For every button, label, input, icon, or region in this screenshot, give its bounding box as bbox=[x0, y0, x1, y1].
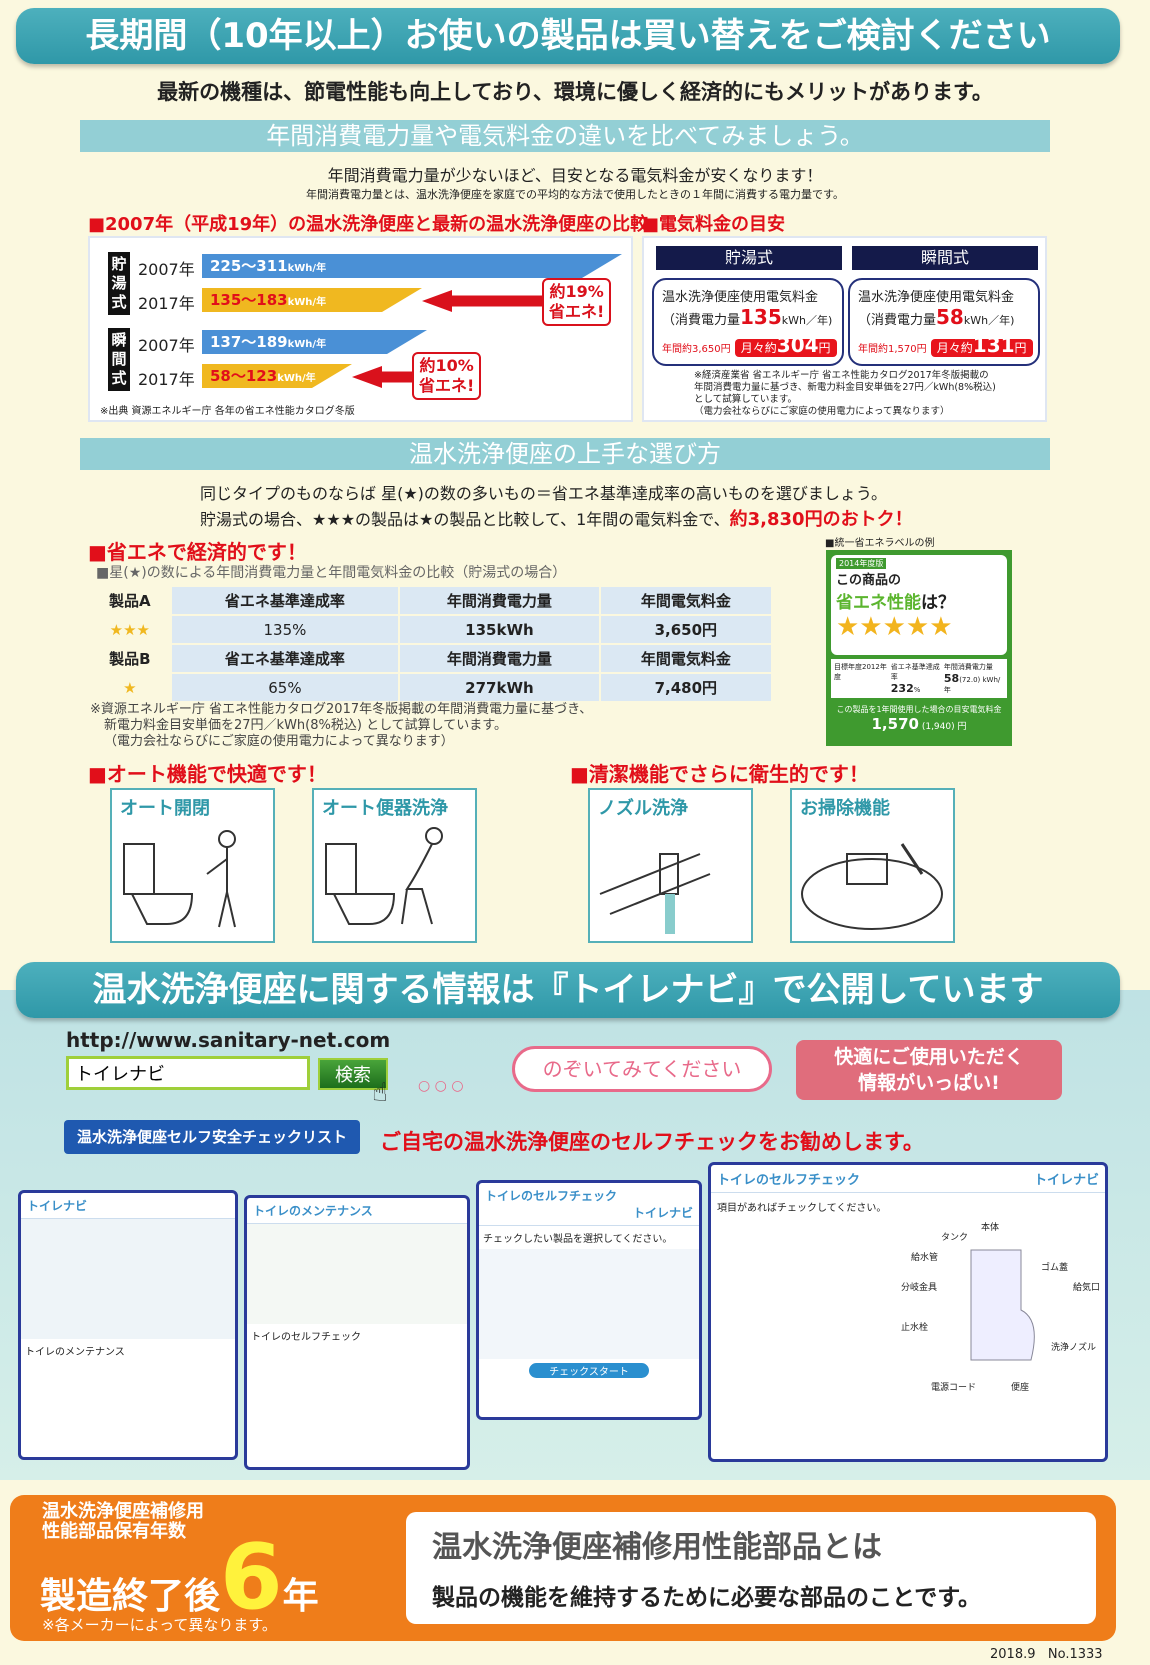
navi-url[interactable]: http://www.sanitary-net.com bbox=[66, 1028, 391, 1052]
hand-cursor-icon: ☝ bbox=[372, 1078, 388, 1108]
check-start-button: チェックスタート bbox=[529, 1363, 649, 1378]
choose-line1: 同じタイプのものならば 星(★)の数の多いもの＝省エネ基準達成率の高いものを選び… bbox=[200, 484, 887, 503]
self-check-list-button[interactable]: 温水洗浄便座セルフ安全チェックリスト bbox=[64, 1120, 360, 1154]
subtitle: 最新の機種は、節電性能も向上しており、環境に優しく経済的にもメリットがあります。 bbox=[157, 80, 993, 104]
parts-years: 製造終了後6年 bbox=[40, 1525, 319, 1630]
feature-auto-open: オート開閉 bbox=[110, 788, 275, 943]
arrow-icon bbox=[352, 366, 412, 388]
compare-lead: 年間消費電力量が少ないほど、目安となる電気料金が安くなります！ bbox=[327, 166, 823, 185]
year-label: 2007年 bbox=[138, 336, 195, 355]
screenshot-4: トイレのセルフチェック トイレナビ項目があればチェックしてください。 タンク本体… bbox=[708, 1162, 1108, 1462]
eco-sub: ■星(★)の数による年間消費電力量と年間電気料金の比較（貯湯式の場合） bbox=[96, 565, 567, 581]
info-badge: 快適にご使用いただく情報がいっぱい! bbox=[796, 1040, 1062, 1100]
bar-instant-2007: 137～189kWh/年 bbox=[202, 330, 427, 354]
compare-definition: 年間消費電力量とは、温水洗浄便座を家庭での平均的な方法で使用したときの１年間に消… bbox=[306, 188, 844, 201]
eco-heading: ■省エネで経済的です！ bbox=[88, 540, 307, 564]
year-label: 2017年 bbox=[138, 294, 195, 313]
choose-line2: 貯湯式の場合、★★★の製品は★の製品と比較して、1年間の電気料金で、約3,830… bbox=[200, 509, 913, 530]
chart-source: ※出典 資源エネルギー庁 各年の省エネ性能カタログ冬版 bbox=[100, 406, 355, 417]
arrow-icon bbox=[422, 290, 552, 312]
energy-label: 2014年度版 この商品の 省エネ性能は？ ★★★★★ 目標年度2012年度 省… bbox=[826, 550, 1012, 746]
monthly-fee: 月々約304円 bbox=[734, 333, 837, 357]
clean-heading: ■清潔機能でさらに衛生的です！ bbox=[570, 762, 869, 786]
saving-callout-storage: 約19%省エネ! bbox=[542, 278, 612, 326]
toilet-diagram-icon bbox=[970, 1249, 1035, 1361]
fee-note: ※経済産業省 省エネルギー庁 省エネ性能カタログ2017年冬版掲載の年間消費電力… bbox=[694, 370, 996, 417]
auto-heading: ■オート機能で快適です！ bbox=[88, 762, 327, 786]
peek-bubble: のぞいてみてください bbox=[512, 1046, 772, 1092]
type-tag-storage: 貯湯式 bbox=[108, 252, 130, 315]
year-label: 2017年 bbox=[138, 370, 195, 389]
title-banner: 長期間（10年以上）お使いの製品は買い替えをご検討ください bbox=[16, 8, 1120, 64]
fee-card-storage: 温水洗浄便座使用電気料金 （消費電力量135kWh／年) 年間約3,650円 月… bbox=[652, 278, 844, 366]
fee-type-storage: 貯湯式 bbox=[656, 246, 842, 270]
fee-box: 貯湯式 瞬間式 温水洗浄便座使用電気料金 （消費電力量135kWh／年) 年間約… bbox=[642, 236, 1047, 422]
screenshot-1: トイレナビトイレのメンテナンス bbox=[18, 1190, 238, 1460]
label-caption: ■統一省エネラベルの例 bbox=[825, 538, 935, 549]
comparison-chart: 貯湯式 2007年 225～311kWh/年 2017年 135～183kWh/… bbox=[88, 236, 633, 422]
bar-storage-2017: 135～183kWh/年 bbox=[202, 288, 422, 312]
eco-note: ※資源エネルギー庁 省エネ性能カタログ2017年冬版掲載の年間消費電力量に基づき… bbox=[90, 702, 593, 749]
compare-band: 年間消費電力量や電気料金の違いを比べてみましょう。 bbox=[80, 120, 1050, 152]
feature-auto-flush: オート便器洗浄 bbox=[312, 788, 477, 943]
navi-banner: 温水洗浄便座に関する情報は『トイレナビ』で公開しています bbox=[16, 962, 1120, 1018]
type-tag-instant: 瞬間式 bbox=[108, 328, 130, 391]
bar-storage-2007: 225～311kWh/年 bbox=[202, 254, 622, 278]
screenshot-2: トイレのメンテナンストイレのセルフチェック bbox=[244, 1195, 470, 1470]
feature-self-cleaning: お掃除機能 bbox=[790, 788, 955, 943]
footer: 2018.9 No.1333 bbox=[990, 1647, 1103, 1662]
parts-note: ※各メーカーによって異なります。 bbox=[42, 1616, 277, 1634]
self-check-recommend: ご自宅の温水洗浄便座のセルフチェックをお勧めします。 bbox=[380, 1130, 924, 1154]
parts-label: 温水洗浄便座補修用性能部品保有年数 bbox=[42, 1501, 204, 1542]
chart-heading: ■2007年（平成19年）の温水洗浄便座と最新の温水洗浄便座の比較 bbox=[88, 214, 649, 235]
fee-type-instant: 瞬間式 bbox=[852, 246, 1038, 270]
saving-callout-instant: 約10%省エネ! bbox=[412, 352, 482, 400]
search-button[interactable]: 検索 bbox=[318, 1058, 388, 1090]
choose-band: 温水洗浄便座の上手な選び方 bbox=[80, 438, 1050, 470]
cleaning-illustration-icon bbox=[801, 843, 943, 930]
feature-nozzle-cleaning: ノズル洗浄 bbox=[588, 788, 753, 943]
bubble-dots: ○ ○ ○ bbox=[418, 1078, 464, 1094]
year-label: 2007年 bbox=[138, 260, 195, 279]
toilet-illustration-icon bbox=[325, 827, 443, 925]
parts-description-box: 温水洗浄便座補修用性能部品とは 製品の機能を維持するために必要な部品のことです。 bbox=[406, 1512, 1096, 1624]
fee-heading: ■電気料金の目安 bbox=[642, 214, 786, 235]
fee-card-instant: 温水洗浄便座使用電気料金 （消費電力量58kWh／年) 年間約1,570円 月々… bbox=[848, 278, 1040, 366]
nozzle-illustration-icon bbox=[599, 853, 711, 934]
monthly-fee: 月々約131円 bbox=[930, 333, 1033, 357]
bar-instant-2017: 58～123kWh/年 bbox=[202, 364, 352, 388]
toilet-illustration-icon bbox=[123, 830, 236, 928]
star-icon: ★★★★★ bbox=[836, 612, 953, 642]
search-input[interactable] bbox=[66, 1056, 310, 1090]
screenshot-3: トイレのセルフチェックトイレナビチェックしたい製品を選択してください。チェックス… bbox=[476, 1180, 702, 1420]
